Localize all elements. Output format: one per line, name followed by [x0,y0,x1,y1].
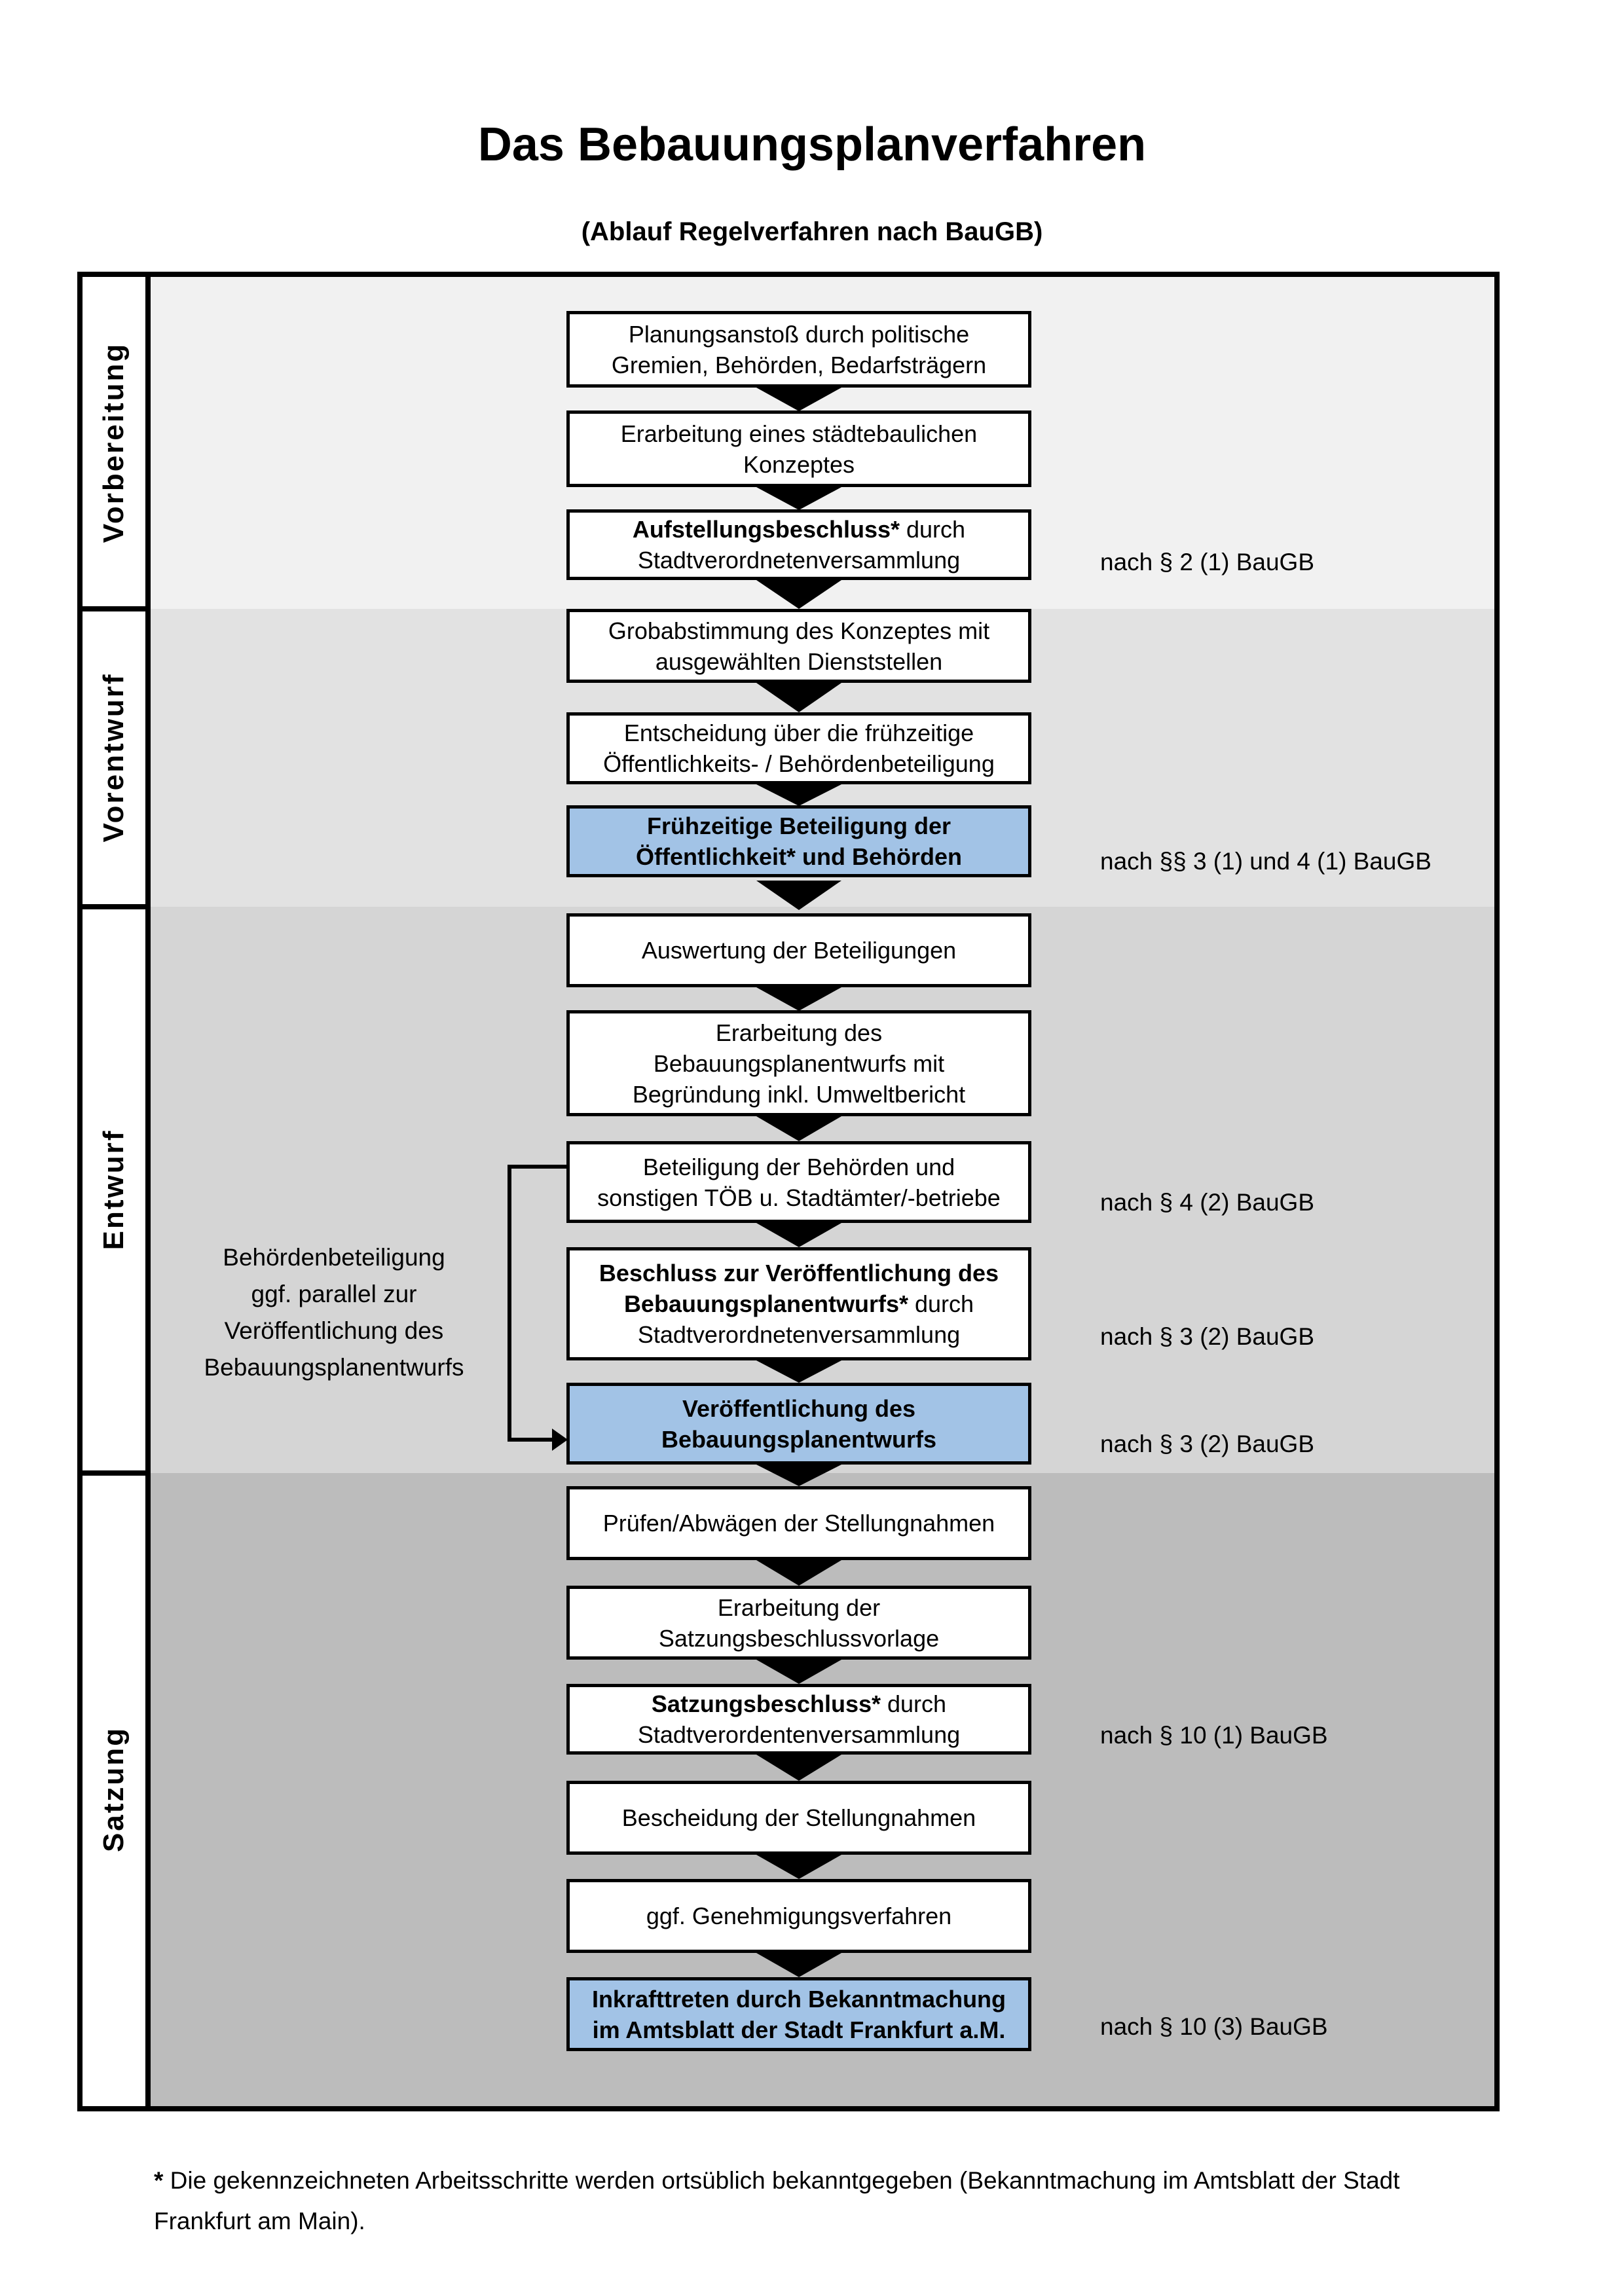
side-note-line: Behördenbeteiligung [223,1244,445,1271]
flow-box-text: Satzungsbeschluss* durch [651,1690,947,1717]
footnote-line: Frankfurt am Main). [154,2208,365,2234]
flow-box-text: Öffentlichkeits- / Behördenbeteiligung [603,750,995,777]
flow-box-text: Konzeptes [743,450,855,478]
flow-arrow-down-icon [756,1116,841,1141]
phase-label-satzung: Satzung [98,1726,130,1853]
legal-annotation: nach §§ 3 (1) und 4 (1) BauGB [1100,848,1431,875]
flow-box-text: Aufstellungsbeschluss* durch [632,516,966,543]
flow-box-text: Bebauungsplanentwurfs mit [653,1049,945,1077]
flow-box-4: Grobabstimmung des Konzeptes mit ausgewäh… [566,609,1031,683]
legal-annotation: nach § 4 (2) BauGB [1100,1189,1315,1216]
side-note: Behördenbeteiligung ggf. parallel zur Ve… [177,1239,491,1386]
phase-divider [83,1470,145,1476]
flow-arrow-down-icon [756,987,841,1011]
arrowhead-right-icon [552,1429,568,1451]
page-title: Das Bebauungsplanverfahren [477,118,1147,171]
flow-box-text: Stadtverordentenversammlung [637,1721,961,1748]
flow-box-text: ausgewählten Dienststellen [655,647,943,675]
phase-label-column [83,277,151,2106]
flow-arrow-down-icon [756,683,841,712]
flow-box-text: Prüfen/Abwägen der Stellungnahmen [602,1510,995,1537]
flow-box-text: Bebauungsplanentwurfs [661,1425,937,1453]
flow-box-text: Bescheidung der Stellungnahmen [621,1804,976,1831]
flow-box-text: sonstigen TÖB u. Stadtämter/-betriebe [597,1184,1001,1211]
flow-box-text: Satzungsbeschlussvorlage [658,1624,940,1652]
footnote: * Die gekennzeichneten Arbeitsschritte w… [154,2160,1549,2242]
flow-arrow-down-icon [756,1465,841,1486]
flow-arrow-down-icon [756,1560,841,1586]
flow-box-text: ggf. Genehmigungsverfahren [646,1903,952,1929]
legal-annotation: nach § 3 (2) BauGB [1100,1430,1315,1457]
flow-box-text: Gremien, Behörden, Bedarfsträgern [611,351,987,378]
legal-annotation: nach § 3 (2) BauGB [1100,1323,1315,1350]
phase-label-vorbereitung: Vorbereitung [98,342,130,543]
elbow-connector [507,1165,566,1169]
phase-label-vorentwurf: Vorentwurf [98,672,130,843]
side-note-line: Bebauungsplanentwurfs [204,1354,464,1381]
page-subtitle: (Ablauf Regelverfahren nach BauGB) [581,217,1043,246]
flow-box-text: Planungsanstoß durch politische [628,320,970,348]
legal-annotation: nach § 2 (1) BauGB [1100,549,1315,575]
flow-box-9: Beteiligung der Behörden und sonstigen TÖ… [566,1141,1031,1223]
flow-box-text: Auswertung der Beteiligungen [641,937,957,964]
flow-box-text: Inkrafttreten durch Bekanntmachung [591,1985,1006,2013]
elbow-connector [507,1165,511,1442]
elbow-connector [507,1438,555,1442]
flow-arrow-down-icon [756,580,841,609]
flow-box-text: Erarbeitung der [717,1594,881,1621]
side-note-line: Veröffentlichung des [224,1317,444,1344]
flow-box-text: Veröffentlichung des [682,1394,916,1422]
flow-box-text: Stadtverordnetenversammlung [637,547,961,574]
flow-arrow-down-icon [756,1755,841,1781]
flow-arrow-down-icon [756,1360,841,1383]
flow-box-text: Öffentlichkeit* und Behörden [635,843,963,870]
flow-arrow-down-icon [756,1660,841,1684]
flow-box-text: Frühzeitige Beteiligung der [646,812,951,839]
flow-box-12: Prüfen/Abwägen der Stellungnahmen [566,1486,1031,1560]
flow-box-text: Entscheidung über die frühzeitige [623,720,974,746]
flow-box-text: Beteiligung der Behörden und [642,1153,955,1180]
flow-arrow-down-icon [756,1953,841,1977]
footnote-asterisk: * [154,2167,164,2194]
flow-box-16: ggf. Genehmigungsverfahren [566,1879,1031,1953]
flow-arrow-down-icon [756,881,841,910]
flow-arrow-down-icon [756,1855,841,1879]
flow-box-text: Beschluss zur Veröffentlichung des [599,1260,999,1286]
flow-box-text: Grobabstimmung des Konzeptes mit [608,617,990,644]
flow-box-text: Erarbeitung des [715,1019,883,1046]
phase-divider [83,904,145,909]
legal-annotation: nach § 10 (3) BauGB [1100,2013,1328,2040]
flow-box-text: Erarbeitung eines städtebaulichen [620,420,978,447]
flow-box-text: Bebauungsplanentwurfs* durch [623,1290,974,1317]
flow-arrow-down-icon [756,487,841,510]
phase-divider [83,606,145,611]
side-note-line: ggf. parallel zur [251,1281,417,1307]
flow-box-text: im Amtsblatt der Stadt Frankfurt a.M. [592,2016,1006,2043]
flow-box-text: Begründung inkl. Umweltbericht [632,1080,966,1108]
flow-box-17: Inkrafttreten durch Bekanntmachung im Amt… [566,1977,1031,2051]
flow-arrow-down-icon [756,388,841,411]
phase-label-entwurf: Entwurf [98,1129,130,1250]
legal-annotation: nach § 10 (1) BauGB [1100,1722,1328,1749]
footnote-line: * Die gekennzeichneten Arbeitsschritte w… [154,2167,1400,2194]
flow-box-text: Stadtverordnetenversammlung [637,1321,961,1348]
flow-box-7: Auswertung der Beteiligungen [566,913,1031,987]
flow-box-15: Bescheidung der Stellungnahmen [566,1781,1031,1855]
flow-arrow-down-icon [756,784,841,806]
flow-arrow-down-icon [756,1223,841,1247]
